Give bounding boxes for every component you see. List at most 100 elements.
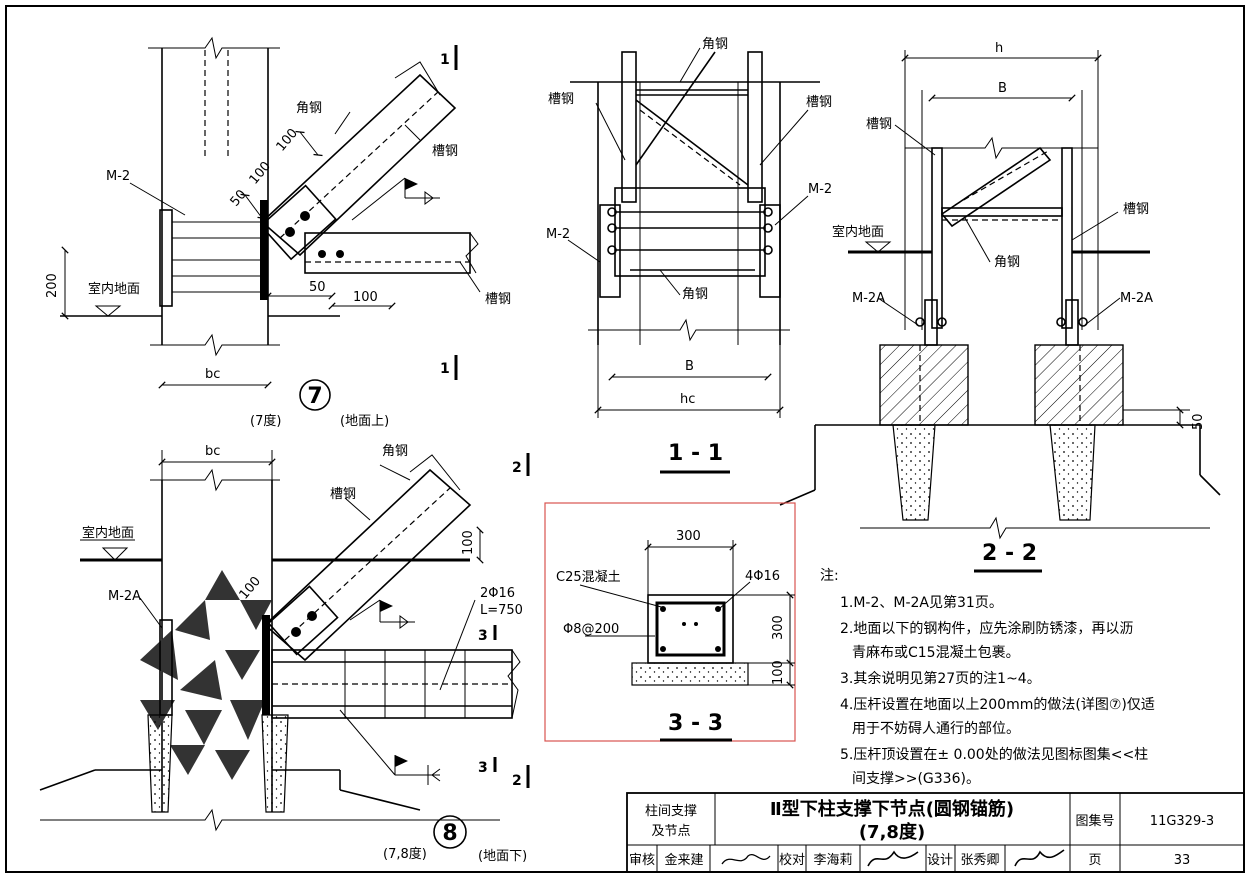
label-channel-right: 槽钢: [806, 95, 832, 110]
section-2-2: h B 槽钢 槽钢 室内地面 角钢 M-2A M-2A 50 2 - 2: [779, 41, 1221, 573]
label-angle-22: 角钢: [994, 255, 1020, 270]
label-floor-8: 室内地面: [82, 525, 134, 541]
note-3: 3.其余说明见第27页的注1~4。: [840, 670, 1041, 687]
label-channel-left-22: 槽钢: [866, 117, 892, 132]
rebar-length: L=750: [480, 603, 523, 618]
label-m2-right: M-2: [808, 182, 832, 197]
cut-1-bottom: 1: [440, 361, 450, 377]
dim-200: 200: [45, 273, 60, 298]
note-1: 1.M-2、M-2A见第31页。: [840, 594, 1003, 611]
dim-100c: 100: [353, 290, 378, 305]
dim-50-22: 50: [1191, 413, 1206, 430]
dim-50a: 50: [228, 187, 250, 209]
label-concrete: C25混凝土: [556, 569, 621, 585]
plate-m2-right: [759, 204, 781, 298]
tb-review-label: 审核: [629, 853, 655, 868]
dim-hc: hc: [680, 392, 695, 407]
note-5: 5.压杆顶设置在± 0.00处的做法见图标图集<<柱: [840, 746, 1148, 763]
detail-7-marker: [299, 379, 331, 411]
label-m2-left: M-2: [546, 227, 570, 242]
note-2: 2.地面以下的钢构件，应先涂刷防锈漆，再以沥: [840, 620, 1133, 637]
section-3-3-title: 3 - 3: [668, 711, 723, 736]
sheet-border: [5, 5, 1245, 873]
detail-8-where: (地面下): [478, 849, 527, 864]
channel-right: [747, 51, 763, 203]
label-m2a-right: M-2A: [1120, 291, 1153, 306]
plate-m2-left: [599, 204, 621, 298]
detail-7: 角钢 槽钢 槽钢 M-2 室内地面 100 50 100 50 100 200 …: [45, 36, 511, 429]
dim-bc-8: bc: [205, 444, 220, 459]
note-5-cont: 间支撑>>(G336)。: [852, 771, 980, 787]
label-channel-left: 槽钢: [548, 92, 574, 107]
dim-h: h: [995, 41, 1003, 56]
tb-design-name: 张秀卿: [960, 853, 999, 868]
diagonal-brace: [260, 73, 457, 257]
tb-atlas-no: 11G329-3: [1150, 814, 1214, 829]
dim-100a-8: 100: [237, 574, 264, 603]
section-1-1: 角钢 槽钢 槽钢 M-2 M-2 角钢 B hc 1 - 1: [546, 37, 832, 474]
tb-category-2: 及节点: [651, 824, 690, 839]
tb-design-label: 设计: [927, 853, 953, 868]
note-4: 4.压杆设置在地面以上200mm的做法(详图⑦)仅适: [840, 697, 1155, 713]
label-angle-bottom: 角钢: [682, 287, 708, 302]
label-angle-top: 角钢: [702, 37, 728, 52]
dim-300-side: 300: [771, 615, 786, 640]
notes-heading: 注:: [820, 568, 839, 584]
section-1-1-title: 1 - 1: [668, 441, 723, 466]
signature-review: [721, 854, 771, 865]
tb-review-name: 金来建: [664, 852, 703, 868]
detail-8-number: 8: [442, 821, 457, 846]
label-channel-lower: 槽钢: [485, 292, 511, 307]
rebar-label: 2Φ16: [480, 586, 515, 601]
encasement-left: [879, 344, 969, 426]
section-2-2-title: 2 - 2: [982, 541, 1037, 566]
detail-7-where: (地面上): [340, 414, 389, 429]
tb-title-1: Ⅱ型下柱支撑下节点(圆钢锚筋): [770, 798, 1014, 820]
signature-design: [1014, 849, 1065, 867]
detail-7-number: 7: [307, 384, 322, 409]
cut-2-bottom: 2: [512, 773, 522, 789]
dim-B: B: [685, 359, 694, 374]
column-break-bottom: [150, 333, 280, 357]
dim-50b: 50: [309, 280, 326, 295]
gusset-plate: [259, 184, 337, 261]
encasement-pattern: [140, 570, 272, 780]
dim-bc: bc: [205, 367, 220, 382]
label-angle: 角钢: [296, 101, 322, 116]
tb-atlas-label: 图集号: [1075, 813, 1114, 829]
tb-check-label: 校对: [779, 852, 805, 868]
tb-title-2: (7,8度): [859, 821, 925, 843]
cut-1-top: 1: [440, 52, 450, 68]
channel-left: [621, 51, 637, 203]
dim-100a: 100: [274, 126, 301, 155]
detail-8-degree: (7,8度): [383, 846, 427, 862]
horizontal-channel: [304, 232, 471, 274]
label-stirrup: Φ8@200: [563, 622, 619, 637]
note-4-cont: 用于不妨碍人通行的部位。: [852, 721, 1020, 737]
label-m2a-8: M-2A: [108, 589, 141, 604]
stirrup-loop: [655, 601, 726, 657]
label-floor: 室内地面: [88, 281, 140, 297]
beam-section: [647, 594, 734, 664]
signature-check: [867, 850, 919, 867]
label-m2a-left: M-2A: [852, 291, 885, 306]
detail-8-marker: [433, 815, 467, 849]
detail-7-degree: (7度): [250, 413, 281, 429]
label-channel-upper: 槽钢: [432, 144, 458, 159]
pier-left: [892, 424, 936, 521]
note-2-cont: 青麻布或C15混凝土包裹。: [852, 645, 1020, 661]
label-floor-22: 室内地面: [832, 224, 884, 240]
dim-B-22: B: [998, 81, 1007, 96]
cut-2-top: 2: [512, 460, 522, 476]
cut-3-bottom: 3: [478, 760, 488, 776]
plate-m2: [159, 209, 173, 307]
dim-100-33: 100: [771, 660, 786, 685]
dim-100b-8: 100: [461, 530, 476, 555]
notes: 注: 1.M-2、M-2A见第31页。 2.地面以下的钢构件，应先涂刷防锈漆，再…: [820, 568, 1155, 787]
label-angle-8: 角钢: [382, 444, 408, 459]
section-3-3: 300 C25混凝土 4Φ16 Φ8@200 300 100 3 - 3: [544, 502, 796, 742]
cut-3-top: 3: [478, 628, 488, 644]
pier-right: [1049, 424, 1096, 521]
section-3-3-base: [631, 662, 749, 686]
